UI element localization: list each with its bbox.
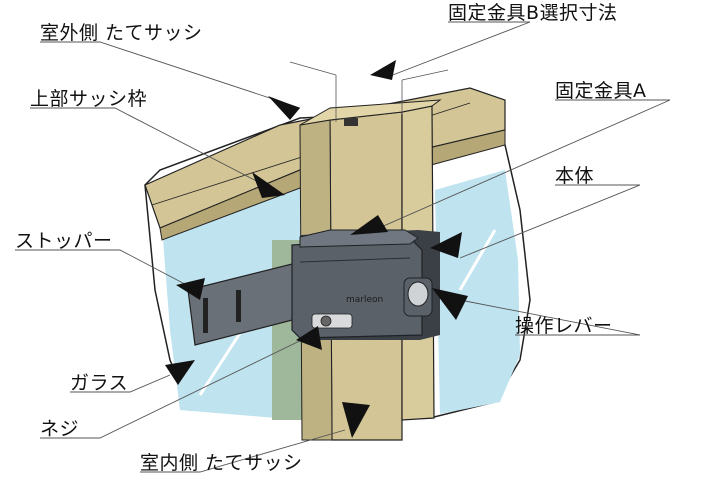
arrow-outdoor-sash [268,96,300,120]
arrow-fixing-bracket-b [370,60,396,80]
label-fixing-bracket-a: 固定金具A [555,80,647,102]
arrow-screw [296,326,322,350]
leader-lines [15,21,671,473]
screw-slot [311,313,353,329]
sash-top-cap [299,99,442,126]
device-body [291,237,423,339]
dimension-line [289,61,337,76]
lever-knob [407,281,429,307]
arrow-glass [165,360,195,385]
glass-pane-right [435,170,520,414]
dimension-line [401,69,449,81]
label-stopper: ストッパー [15,230,113,252]
label-lever: 操作レバー [515,315,613,337]
label-indoor-sash: 室内側 たてサッシ [140,452,303,474]
screw-head [320,315,332,327]
arrow-body [430,232,462,258]
label-upper-sash-frame: 上部サッシ枠 [30,88,148,110]
arrow-lever [432,288,468,320]
device-seam [299,257,411,263]
glass-glare [458,229,497,291]
arrow-fixing-bracket-a [350,215,388,235]
arrow-heads [165,60,468,438]
label-body: 本体 [555,165,595,187]
device-brand-text: marleon [346,295,383,305]
arrow-indoor-sash [342,402,370,438]
stopper-slot [236,290,241,322]
stopper-slot [203,298,208,333]
label-screw: ネジ [40,418,80,440]
label-outdoor-sash: 室外側 たてサッシ [40,22,203,44]
top-fixture [344,118,358,126]
arrow-upper-frame [252,172,285,198]
label-glass: ガラス [70,372,129,394]
arrow-stopper [176,278,205,300]
label-fixing-bracket-b: 固定金具B選択寸法 [448,2,618,24]
device-top [299,229,419,248]
